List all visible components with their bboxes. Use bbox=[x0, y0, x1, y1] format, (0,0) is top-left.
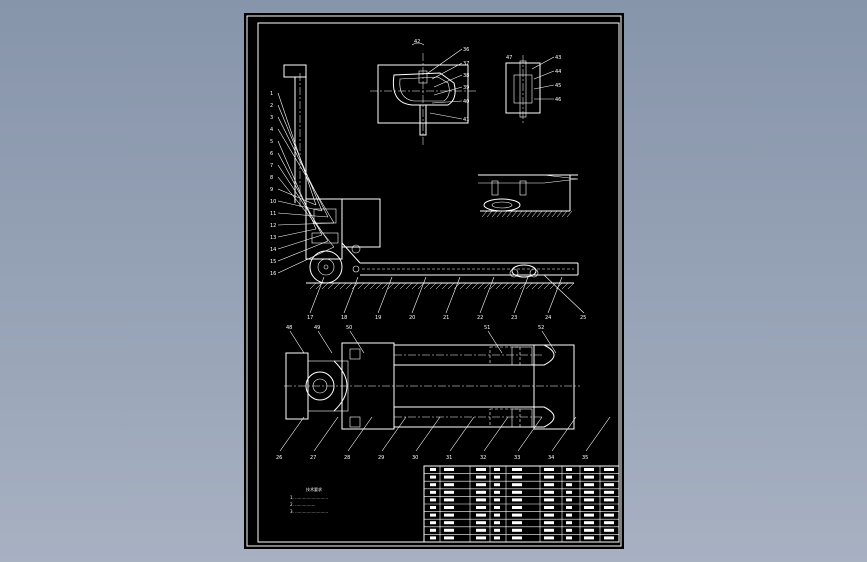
part-label: 22 bbox=[477, 315, 483, 321]
notes-line-3: 3. .......................... bbox=[290, 509, 328, 514]
part-label: 16 bbox=[270, 271, 276, 277]
drawing-sheet: 36 37 38 39 40 41 42 43 44 45 46 47 bbox=[244, 13, 624, 549]
part-label: 7 bbox=[270, 163, 273, 169]
part-label: 29 bbox=[378, 455, 384, 461]
part-label: 18 bbox=[341, 315, 347, 321]
part-label: 28 bbox=[344, 455, 350, 461]
part-label: 11 bbox=[270, 211, 276, 217]
label-45: 45 bbox=[555, 83, 561, 89]
title-block bbox=[423, 465, 620, 543]
part-label: 27 bbox=[310, 455, 316, 461]
part-label: 1 bbox=[270, 91, 273, 97]
part-label: 3 bbox=[270, 115, 273, 121]
part-label: 4 bbox=[270, 127, 273, 133]
part-label: 6 bbox=[270, 151, 273, 157]
part-label: 34 bbox=[548, 455, 554, 461]
part-label: 21 bbox=[443, 315, 449, 321]
detail-b-view: 43 44 45 46 47 bbox=[505, 55, 561, 123]
part-label: 17 bbox=[307, 315, 313, 321]
part-label: 2 bbox=[270, 103, 273, 109]
notes-heading: 技术要求 bbox=[306, 486, 322, 492]
part-label: 25 bbox=[580, 315, 586, 321]
part-label: 23 bbox=[511, 315, 517, 321]
label-42: 42 bbox=[414, 39, 420, 45]
outer-frame bbox=[246, 15, 622, 547]
part-label: 31 bbox=[446, 455, 452, 461]
part-label: 50 bbox=[346, 325, 352, 331]
part-label: 9 bbox=[270, 187, 273, 193]
label-44: 44 bbox=[555, 69, 561, 75]
part-label: 48 bbox=[286, 325, 292, 331]
label-40: 40 bbox=[463, 99, 469, 105]
part-label: 15 bbox=[270, 259, 276, 265]
label-43: 43 bbox=[555, 55, 561, 61]
label-39: 39 bbox=[463, 85, 469, 91]
label-46: 46 bbox=[555, 97, 561, 103]
detail-a-view: 36 37 38 39 40 41 42 bbox=[370, 39, 476, 145]
plan-view: 48 49 50 51 52 26 27 28 29 30 31 32 33 34 35 bbox=[276, 325, 611, 461]
part-label: 51 bbox=[484, 325, 490, 331]
part-label: 20 bbox=[409, 315, 415, 321]
label-41: 41 bbox=[463, 117, 469, 123]
label-47: 47 bbox=[506, 55, 512, 61]
engineering-drawing: 36 37 38 39 40 41 42 43 44 45 46 47 bbox=[246, 15, 622, 547]
part-label: 35 bbox=[582, 455, 588, 461]
notes-line-1: 1. .......................... bbox=[290, 495, 328, 500]
label-38: 38 bbox=[463, 73, 469, 79]
part-label: 32 bbox=[480, 455, 486, 461]
part-label: 30 bbox=[412, 455, 418, 461]
part-label: 12 bbox=[270, 223, 276, 229]
part-label: 19 bbox=[375, 315, 381, 321]
part-label: 10 bbox=[270, 199, 276, 205]
part-label: 24 bbox=[545, 315, 551, 321]
part-label: 5 bbox=[270, 139, 273, 145]
technical-notes: 技术要求 1. .......................... 2. ..… bbox=[290, 486, 328, 514]
part-label: 33 bbox=[514, 455, 520, 461]
part-label: 52 bbox=[538, 325, 544, 331]
part-label: 8 bbox=[270, 175, 273, 181]
notes-line-2: 2. ................ bbox=[290, 502, 315, 507]
part-label: 14 bbox=[270, 247, 276, 253]
part-label: 13 bbox=[270, 235, 276, 241]
part-label: 49 bbox=[314, 325, 320, 331]
wheel-detail-view bbox=[478, 174, 579, 218]
label-36: 36 bbox=[463, 47, 469, 53]
part-label: 26 bbox=[276, 455, 282, 461]
label-37: 37 bbox=[463, 61, 469, 67]
